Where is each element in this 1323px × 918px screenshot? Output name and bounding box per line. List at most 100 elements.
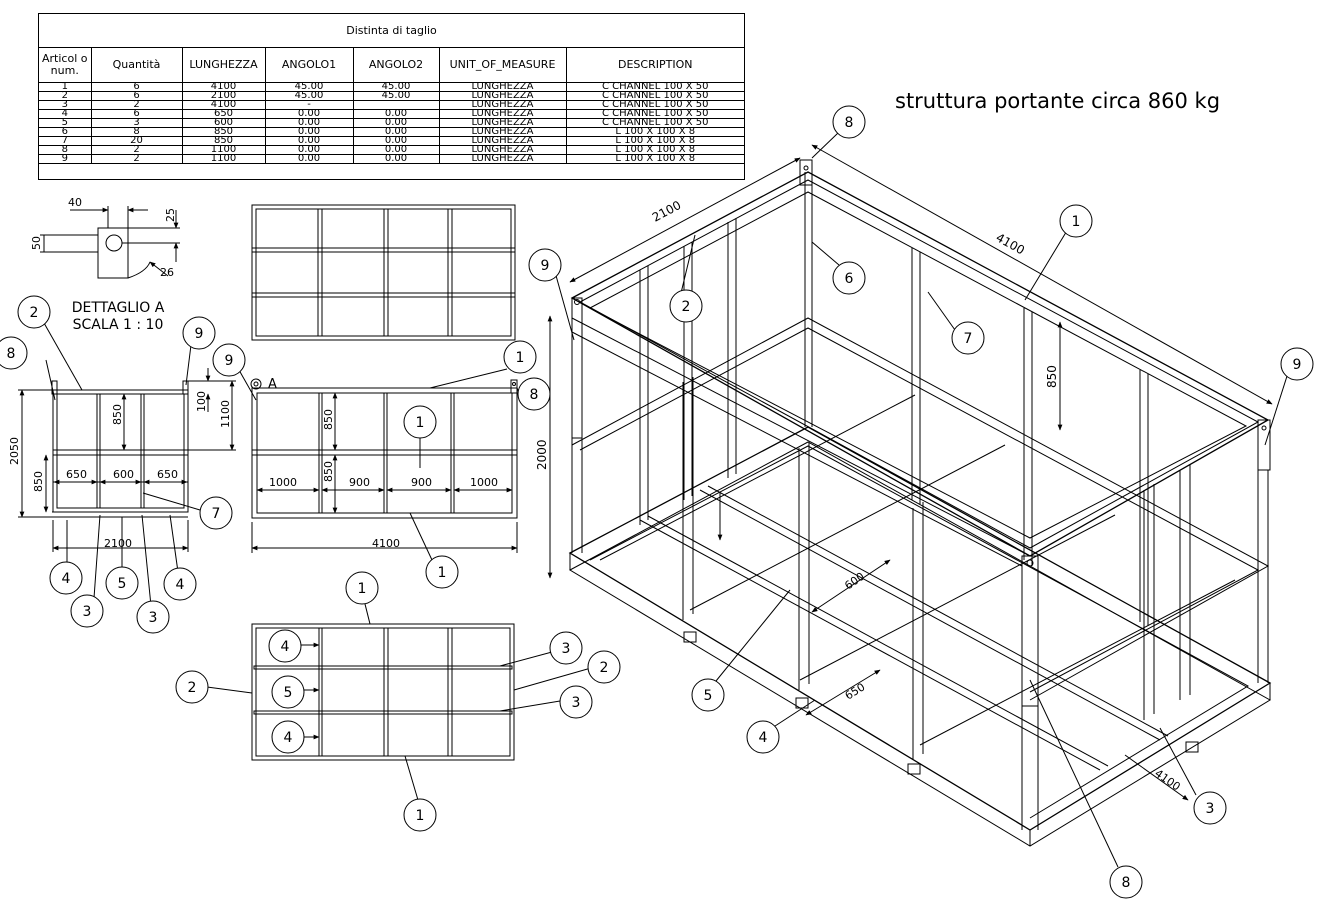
- item-balloon: 9: [182, 316, 216, 350]
- side-view: 2050 850 850 1100 100 650 600 650 2100: [8, 322, 236, 607]
- item-balloon: 7: [951, 321, 985, 355]
- balloon-number: 1: [1072, 214, 1081, 230]
- iso-dim-panel: 850: [1045, 365, 1059, 388]
- bom-cell: C CHANNEL 100 X 50: [565, 118, 744, 128]
- balloon-number: 9: [225, 353, 234, 369]
- bom-header-cell: LUNGHEZZA: [181, 48, 266, 83]
- detail-dim-r: 26: [160, 266, 174, 279]
- detail-dim-width: 40: [68, 196, 82, 209]
- front-view: 850 850 1000 900 900 1000 4100 A: [238, 368, 521, 561]
- detail-label-2: SCALA 1 : 10: [73, 317, 164, 333]
- balloon-number: 2: [600, 660, 609, 676]
- balloon-number: 5: [118, 576, 127, 592]
- item-balloon: 1: [345, 571, 379, 605]
- item-balloon: 8: [1109, 865, 1143, 899]
- side-dim-height-mid: 850: [111, 404, 124, 425]
- isometric-view: 2100 4100 2000 850 600 650 4100: [535, 132, 1289, 868]
- balloon-number: 1: [516, 350, 525, 366]
- front-dim-length: 4100: [372, 537, 400, 550]
- balloon-number: 8: [530, 387, 539, 403]
- balloon-number: 2: [682, 299, 691, 315]
- balloon-number: 3: [562, 641, 571, 657]
- balloon-number: 6: [845, 271, 854, 287]
- item-balloon: 6: [832, 261, 866, 295]
- iso-dim-height: 2000: [535, 439, 549, 470]
- item-balloon: 2: [587, 650, 621, 684]
- item-balloon: 3: [1193, 791, 1227, 825]
- balloon-number: 9: [195, 326, 204, 342]
- detail-marker: A: [268, 377, 277, 392]
- detail-dim-h1: 25: [164, 208, 177, 222]
- balloon-number: 1: [438, 565, 447, 581]
- top-view-upper: [251, 204, 516, 341]
- bom-header-cell: DESCRIPTION: [565, 48, 744, 83]
- front-dim-height-low: 850: [322, 461, 335, 482]
- item-balloon: 4: [49, 561, 83, 595]
- balloon-number: 9: [1293, 357, 1302, 373]
- item-balloon: 4: [268, 629, 302, 663]
- plan-view: [206, 599, 592, 801]
- drawing-heading: struttura portante circa 860 kg: [895, 89, 1221, 113]
- balloon-number: 4: [284, 730, 293, 746]
- side-dim-height-low: 850: [32, 471, 45, 492]
- detail-label-1: DETTAGLIO A: [72, 300, 165, 316]
- item-balloon: 2: [669, 289, 703, 323]
- balloon-number: 9: [541, 258, 550, 274]
- bom-header-cell: Quantità: [90, 48, 183, 83]
- front-dim-bay-4: 1000: [470, 476, 498, 489]
- bom-cell: L 100 X 100 X 8: [565, 145, 744, 155]
- side-dim-bay-2: 600: [113, 468, 134, 481]
- item-balloon: 7: [199, 496, 233, 530]
- balloon-number: 3: [1206, 801, 1215, 817]
- balloon-number: 7: [212, 506, 221, 522]
- iso-dim-bay-b: 650: [843, 680, 868, 702]
- balloon-number: 1: [416, 415, 425, 431]
- balloon-number: 8: [7, 346, 16, 362]
- item-balloon: 1: [403, 798, 437, 832]
- bom-header-cell: UNIT_OF_MEASURE: [438, 48, 567, 83]
- side-dim-post-top: 100: [195, 391, 208, 412]
- item-balloon: 5: [105, 566, 139, 600]
- side-dim-bay-1: 650: [66, 468, 87, 481]
- front-dim-height-mid: 850: [322, 409, 335, 430]
- balloon-number: 8: [845, 115, 854, 131]
- balloon-number: 1: [358, 581, 367, 597]
- item-balloon: 9: [212, 343, 246, 377]
- bom-cell: C CHANNEL 100 X 50: [565, 91, 744, 101]
- item-balloon: 8: [0, 336, 28, 370]
- bom-cell: C CHANNEL 100 X 50: [565, 100, 744, 110]
- bom-header-row: Articol o num. Quantità LUNGHEZZA ANGOLO…: [39, 48, 744, 83]
- balloon-number: 4: [759, 730, 768, 746]
- item-balloon: 9: [528, 248, 562, 282]
- item-balloon: 3: [559, 685, 593, 719]
- balloon-number: 4: [62, 571, 71, 587]
- item-balloon: 4: [746, 720, 780, 754]
- side-dim-width: 2100: [104, 537, 132, 550]
- item-balloon: 4: [271, 720, 305, 754]
- front-dim-bay-3: 900: [411, 476, 432, 489]
- balloon-number: 3: [149, 610, 158, 626]
- item-balloon: 4: [163, 567, 197, 601]
- item-balloon: 8: [517, 377, 551, 411]
- item-balloon: 5: [271, 675, 305, 709]
- item-balloon: 9: [1280, 347, 1314, 381]
- item-balloon: 3: [70, 594, 104, 628]
- balloon-number: 8: [1122, 875, 1131, 891]
- bom-cell: C CHANNEL 100 X 50: [565, 82, 744, 92]
- item-balloon: 2: [17, 295, 51, 329]
- balloon-number: 3: [83, 604, 92, 620]
- item-balloon: 1: [425, 555, 459, 589]
- side-dim-height-total: 2050: [8, 437, 21, 465]
- bom-header-cell: ANGOLO2: [352, 48, 440, 83]
- front-dim-bay-2: 900: [349, 476, 370, 489]
- item-balloon: 1: [403, 405, 437, 439]
